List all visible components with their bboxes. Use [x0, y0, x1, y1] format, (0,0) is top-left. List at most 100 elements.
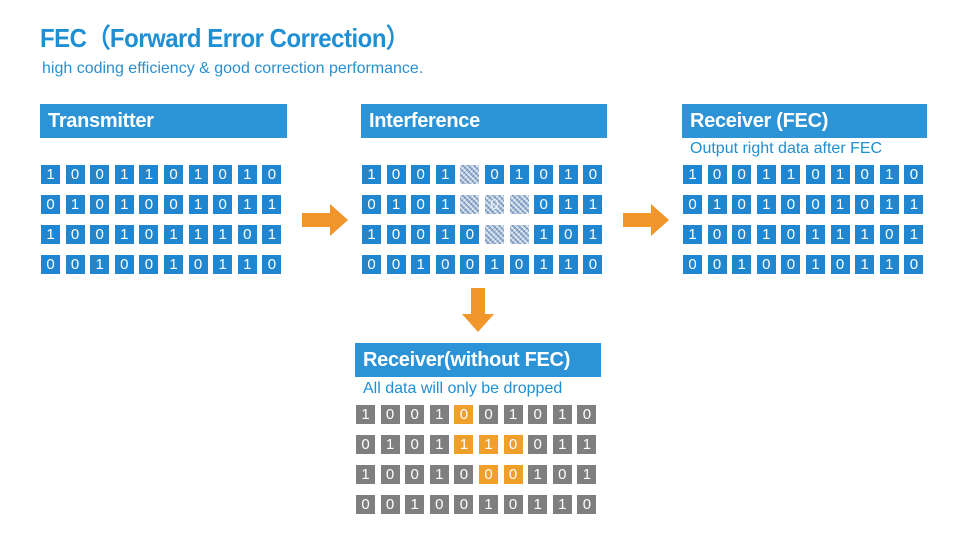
bit-cell: 0: [379, 404, 401, 425]
bit-cell: 0: [755, 254, 777, 275]
bit-cell: 1: [410, 254, 432, 275]
bit-cell: 0: [903, 254, 925, 275]
bit-cell: 0: [261, 164, 283, 185]
bit-cell: 1: [508, 164, 530, 185]
bit-cell: 1: [355, 404, 376, 425]
bit-cell: 0: [64, 224, 86, 245]
bit-cell: 1: [903, 224, 925, 245]
bit-cell: 1: [236, 164, 258, 185]
bit-cell: 1: [428, 434, 450, 455]
bit-cell: 1: [682, 164, 703, 185]
bit-cell: 0: [551, 464, 573, 485]
bit-cell: 1: [527, 464, 549, 485]
noisy-bit-cell: [459, 194, 481, 215]
receiver-no-fec-note: All data will only be dropped: [363, 380, 563, 397]
bit-cell: 0: [780, 224, 802, 245]
bit-cell: 1: [113, 194, 135, 215]
bit-cell: 1: [89, 254, 111, 275]
bit-cell: 0: [410, 224, 432, 245]
bit-cell: 1: [551, 494, 573, 515]
bit-cell: 1: [434, 194, 456, 215]
bit-cell: 1: [502, 404, 524, 425]
bit-cell: 0: [385, 224, 407, 245]
bit-cell: 0: [527, 404, 549, 425]
bit-cell: 0: [576, 494, 598, 515]
bit-cell: 0: [682, 194, 703, 215]
bit-cell: 0: [731, 194, 753, 215]
bit-cell: 1: [582, 194, 604, 215]
bit-cell: 1: [385, 194, 407, 215]
bit-cell: 0: [780, 194, 802, 215]
bit-cell: 1: [138, 164, 160, 185]
bit-cell: 1: [212, 254, 234, 275]
bit-cell: 0: [404, 464, 426, 485]
bit-cell: 0: [385, 254, 407, 275]
bit-cell: 1: [478, 494, 499, 515]
bit-cell: 1: [576, 434, 598, 455]
bit-cell: 0: [805, 164, 826, 185]
bit-cell: 0: [706, 164, 728, 185]
bit-cell: 0: [453, 464, 475, 485]
bit-cell: 1: [805, 224, 826, 245]
bit-cell: 1: [163, 254, 184, 275]
bit-cell: 0: [361, 254, 382, 275]
bit-cell: 0: [527, 434, 549, 455]
bit-cell: 1: [557, 164, 579, 185]
bit-cell: 0: [404, 434, 426, 455]
bit-cell: 1: [187, 164, 209, 185]
bit-cell: 0: [459, 254, 481, 275]
bit-cell: 0: [410, 194, 432, 215]
bit-cell: 0: [576, 404, 598, 425]
noisy-bit-cell: [484, 224, 505, 245]
bit-cell: 0: [138, 194, 160, 215]
bit-cell: 1: [533, 224, 555, 245]
bit-cell: 1: [64, 194, 86, 215]
bit-cell: 0: [404, 404, 426, 425]
bit-cell: 0: [582, 164, 604, 185]
receiver-fec-note: Output right data after FEC: [690, 140, 883, 157]
noisy-bit-cell: [508, 224, 530, 245]
bit-cell: 0: [459, 224, 481, 245]
bit-cell: 0: [64, 164, 86, 185]
bit-cell: 0: [187, 254, 209, 275]
bit-cell: 0: [533, 194, 555, 215]
bit-cell: 0: [731, 224, 753, 245]
bit-cell: 1: [163, 224, 184, 245]
bit-cell: 0: [428, 494, 450, 515]
bit-cell: 1: [187, 224, 209, 245]
bit-cell: 1: [361, 164, 382, 185]
bit-cell: 1: [780, 164, 802, 185]
error-bit-cell: 0: [502, 464, 524, 485]
receiver-no-fec-header: Receiver(without FEC): [355, 343, 601, 377]
bit-cell: 1: [361, 224, 382, 245]
bit-cell: 0: [212, 164, 234, 185]
error-bit-cell: 0: [502, 434, 524, 455]
bit-cell: 1: [434, 164, 456, 185]
noisy-bit-cell: 0: [484, 194, 505, 215]
bit-cell: 0: [453, 494, 475, 515]
bit-cell: 1: [40, 224, 61, 245]
bit-cell: 1: [755, 164, 777, 185]
bit-cell: 1: [755, 194, 777, 215]
bit-cell: 0: [385, 164, 407, 185]
bit-cell: 0: [236, 224, 258, 245]
bit-cell: 0: [261, 254, 283, 275]
bit-cell: 0: [89, 224, 111, 245]
bit-cell: 1: [682, 224, 703, 245]
bit-cell: 1: [551, 404, 573, 425]
arrow-down-icon: [462, 288, 494, 332]
bit-cell: 1: [854, 254, 876, 275]
bit-cell: 0: [355, 494, 376, 515]
bit-cell: 0: [163, 194, 184, 215]
bit-cell: 0: [805, 194, 826, 215]
